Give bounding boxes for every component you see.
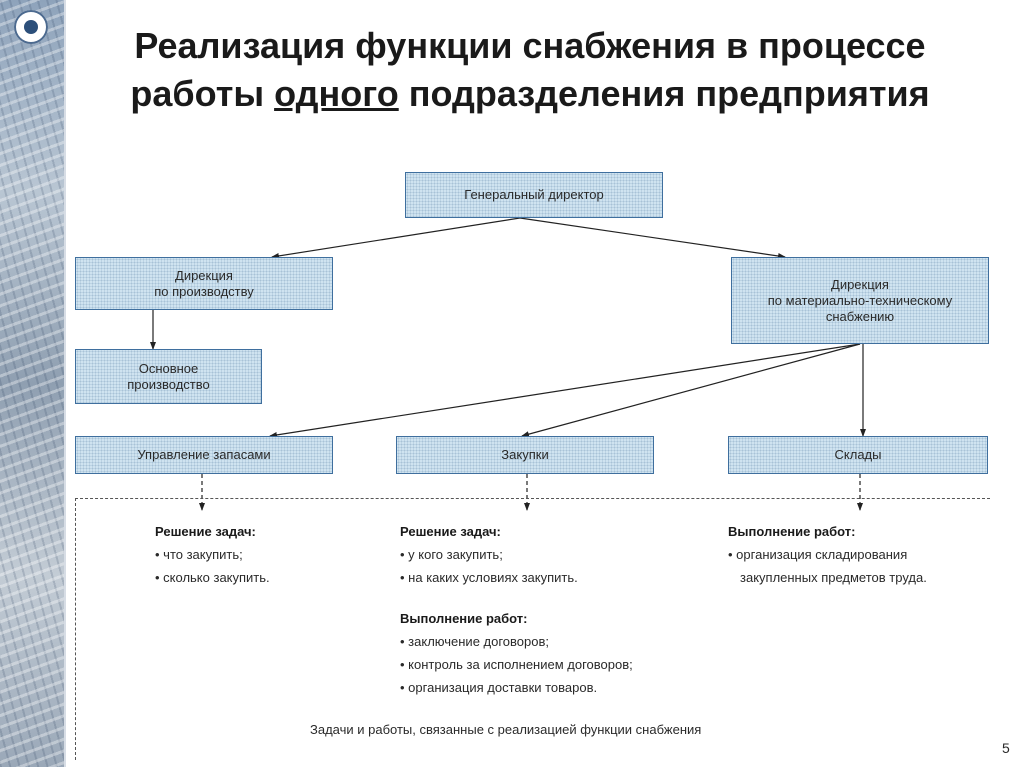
purchases-task-item: на каких условиях закупить.: [400, 566, 633, 589]
inventory-tasks-heading: Решение задач:: [155, 524, 256, 539]
warehouses-works-heading: Выполнение работ:: [728, 524, 856, 539]
strip-divider: [64, 0, 66, 767]
arrow-supply-to-purchases: [521, 343, 861, 438]
purchases-work-item: контроль за исполнением договоров;: [400, 653, 633, 676]
slide-title: Реализация функции снабжения в процессе …: [90, 22, 970, 118]
general-director-box: Генеральный директор: [405, 172, 663, 218]
supply-directorate-line-2: по материально-техническому: [767, 292, 953, 308]
purchases-works-heading: Выполнение работ:: [400, 611, 528, 626]
supply-directorate-box: Дирекция по материально-техническому сна…: [731, 257, 989, 344]
title-underlined-word: одного: [274, 73, 399, 114]
purchases-label: Закупки: [501, 447, 549, 462]
main-production-line-1: Основное: [138, 360, 199, 376]
inventory-tasks-block: Решение задач: что закупить; сколько зак…: [155, 520, 270, 589]
general-director-label: Генеральный директор: [464, 187, 604, 202]
inventory-task-item: сколько закупить.: [155, 566, 269, 589]
diagram-caption: Задачи и работы, связанные с реализацией…: [310, 722, 702, 737]
purchases-task-item: у кого закупить;: [400, 543, 633, 566]
inventory-task-item: что закупить;: [155, 543, 270, 566]
title-part2: подразделения предприятия: [398, 73, 930, 114]
page-number: 5: [1002, 740, 1010, 756]
production-directorate-line-1: Дирекция: [175, 267, 233, 283]
title-part1: Реализация функции снабжения в процессе …: [130, 25, 926, 114]
corner-circle-icon: [14, 10, 48, 44]
arrow-supply-to-inventory: [269, 343, 861, 438]
tasks-dashed-frame: [75, 498, 990, 760]
warehouses-work-item: организация складирования: [728, 543, 927, 566]
warehouses-label: Склады: [834, 447, 882, 462]
main-production-box: Основное производство: [75, 349, 262, 404]
supply-directorate-line-3: снабжению: [825, 308, 895, 324]
inventory-management-label: Управление запасами: [137, 447, 271, 462]
production-directorate-line-2: по производству: [154, 283, 254, 299]
purchases-tasks-block: Решение задач: у кого закупить; на каких…: [400, 520, 633, 699]
purchases-tasks-heading: Решение задач:: [400, 524, 501, 539]
arrow-director-to-production: [271, 217, 521, 259]
warehouses-tasks-block: Выполнение работ: организация складирова…: [728, 520, 927, 589]
decorative-side-strip: [0, 0, 64, 767]
main-production-line-2: производство: [127, 376, 210, 392]
purchases-work-item: заключение договоров;: [400, 630, 633, 653]
arrow-director-to-supply: [519, 217, 786, 259]
purchases-box: Закупки: [396, 436, 654, 474]
warehouses-box: Склады: [728, 436, 988, 474]
production-directorate-box: Дирекция по производству: [75, 257, 333, 310]
inventory-management-box: Управление запасами: [75, 436, 333, 474]
purchases-work-item: организация доставки товаров.: [400, 676, 633, 699]
warehouses-work-continuation: закупленных предметов труда.: [740, 570, 927, 585]
supply-directorate-line-1: Дирекция: [831, 276, 889, 292]
